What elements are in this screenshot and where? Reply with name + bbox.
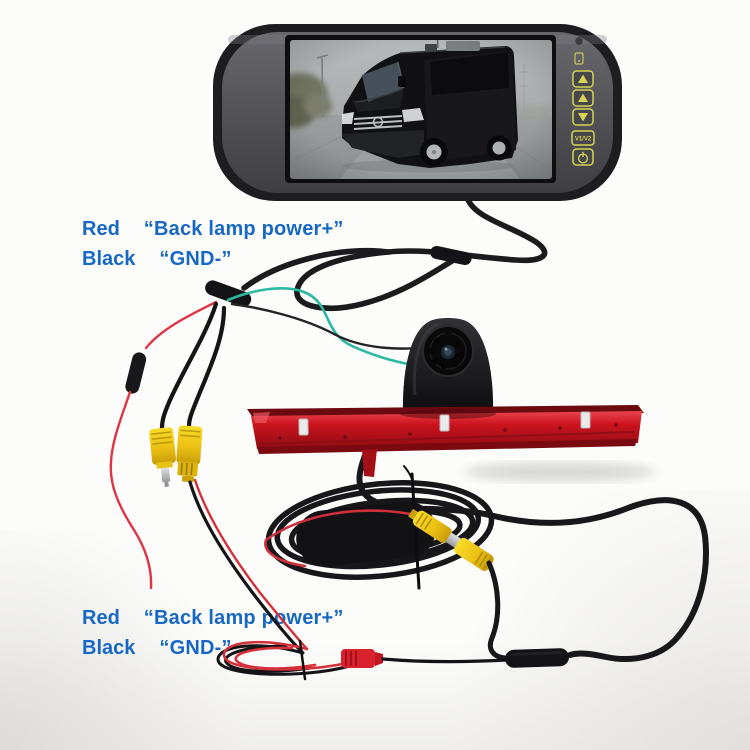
bar-left-glint bbox=[253, 412, 270, 423]
rca-plug-male bbox=[149, 427, 177, 488]
lens-glint bbox=[444, 347, 448, 351]
bar-screws bbox=[278, 423, 618, 440]
label-line: Red “Back lamp power+” bbox=[82, 218, 344, 241]
wiring-label-top: Red “Back lamp power+” Black “GND-” bbox=[82, 218, 344, 278]
rca-lead bbox=[186, 305, 227, 429]
power-icon bbox=[577, 151, 589, 164]
wire-function-value: “GND-” bbox=[159, 248, 232, 270]
camera-ir-leds bbox=[427, 337, 465, 370]
monitor-screen bbox=[290, 40, 552, 179]
cable-joint bbox=[430, 245, 472, 266]
v1v2-label: V1/V2 bbox=[575, 137, 592, 143]
camera-base-shadow bbox=[400, 409, 496, 419]
bar-seam bbox=[257, 431, 635, 445]
wire-color-key: Black bbox=[82, 248, 136, 270]
bar-tab bbox=[362, 449, 377, 477]
menu-icon bbox=[574, 52, 584, 65]
inline-fuse bbox=[125, 352, 147, 394]
camera-sensor-notch bbox=[445, 330, 452, 335]
wire-color-key: Red bbox=[82, 218, 120, 240]
brake-light-bar bbox=[247, 405, 644, 477]
button-v1v2 bbox=[571, 130, 595, 146]
monitor-harness bbox=[109, 280, 470, 654]
brake-light-camera-unit bbox=[247, 318, 655, 482]
up-arrow-icon bbox=[578, 93, 588, 102]
rearview-mirror-monitor: V1/V2 bbox=[213, 24, 622, 201]
power-lead-assembly bbox=[216, 639, 569, 681]
monitor-controls: V1/V2 bbox=[571, 37, 595, 166]
red-power-connector bbox=[341, 649, 383, 668]
down-arrow-icon bbox=[578, 113, 588, 122]
wire-function-value: “Back lamp power+” bbox=[143, 218, 344, 240]
bar-bottom-rim bbox=[257, 439, 637, 454]
rear-camera bbox=[402, 318, 494, 413]
mounting-clips bbox=[298, 411, 591, 436]
inline-connector bbox=[505, 648, 569, 668]
light-sensor bbox=[575, 37, 583, 45]
dome-highlight bbox=[412, 322, 439, 396]
harness-split-joint bbox=[205, 280, 252, 307]
cable-coil bbox=[264, 465, 495, 590]
up-arrow-icon bbox=[578, 74, 588, 83]
rca-coupler-left bbox=[176, 425, 203, 483]
monitor-video-cable bbox=[241, 194, 548, 311]
cable-tie-tail bbox=[403, 465, 414, 484]
screen-vignette bbox=[290, 40, 552, 179]
rca-lead bbox=[159, 301, 219, 431]
bar-shadow bbox=[465, 462, 655, 482]
label-line: Black “GND-” bbox=[82, 248, 344, 271]
coupler-out-cable bbox=[486, 560, 508, 661]
black-bare-wire bbox=[230, 302, 444, 350]
camera-face-ring bbox=[422, 325, 474, 377]
